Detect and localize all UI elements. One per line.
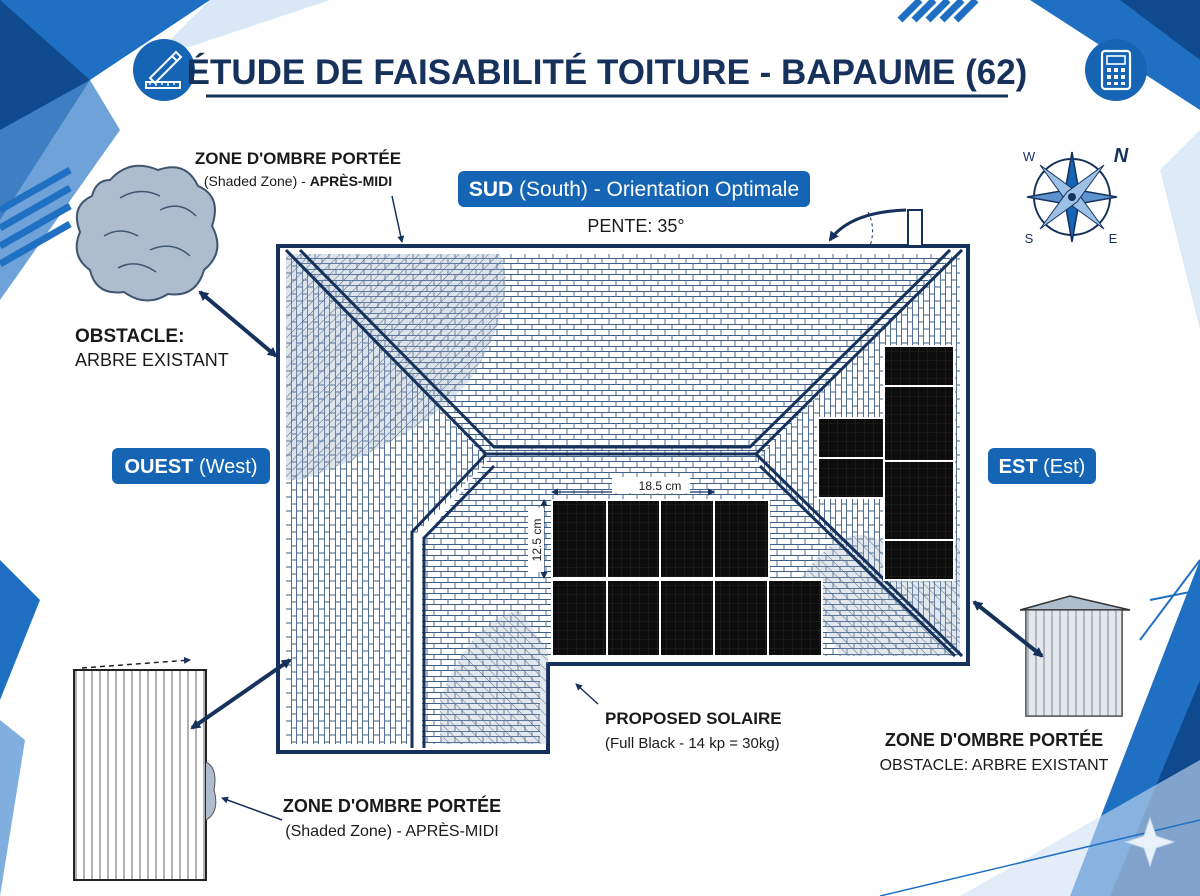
drafting-ruler-pencil-icon	[133, 39, 195, 101]
solar-array-main	[551, 499, 823, 657]
dimension-height: 12.5 cm	[528, 499, 548, 579]
page-title: ÉTUDE DE FAISABILITÉ TOITURE - BAPAUME (…	[187, 52, 1028, 92]
east-bold: EST	[999, 456, 1038, 478]
east-orientation-label: EST (Est)	[988, 448, 1096, 484]
west-rest: (West)	[193, 456, 257, 478]
compass-east: E	[1109, 231, 1118, 246]
west-orientation-label: OUEST (West)	[112, 448, 270, 484]
solar-array-east	[817, 345, 955, 581]
shade-top-bold: APRÈS-MIDI	[310, 173, 392, 189]
shade-bl-line2: (Shaded Zone) - APRÈS-MIDI	[285, 821, 498, 840]
dimension-width: 18.5 cm	[551, 477, 715, 496]
shade-label-bottom-left: ZONE D'OMBRE PORTÉE (Shaded Zone) - APRÈ…	[283, 795, 501, 840]
tree-obstacle-icon	[75, 164, 219, 302]
shade-right-line2: OBSTACLE: ARBRE EXISTANT	[880, 757, 1109, 774]
compass-north: N	[1114, 145, 1129, 167]
shade-label-right: ZONE D'OMBRE PORTÉE OBSTACLE: ARBRE EXIS…	[880, 729, 1109, 774]
south-bold: SUD	[469, 178, 513, 201]
neighbour-shed-right	[1019, 595, 1131, 717]
svg-text:(Shaded Zone) - APRÈS-MIDI: (Shaded Zone) - APRÈS-MIDI	[204, 173, 392, 189]
dimension-height-label: 12.5 cm	[530, 519, 544, 562]
compass-south: S	[1025, 231, 1034, 246]
shade-top-prefix: (Shaded Zone) -	[204, 173, 310, 189]
tree-arrow	[198, 290, 278, 358]
slope-angle-indicator	[828, 208, 907, 247]
svg-text:OUEST (West): OUEST (West)	[125, 456, 258, 478]
slope-label: PENTE: 35°	[587, 216, 684, 236]
obstacle-tree-label: OBSTACLE: ARBRE EXISTANT	[75, 326, 229, 370]
proposed-solar-label: PROPOSED SOLAIRE (Full Black - 14 kp = 3…	[605, 709, 782, 752]
obstacle-tree-line1: OBSTACLE:	[75, 326, 184, 347]
proposed-solar-line1: PROPOSED SOLAIRE	[605, 709, 782, 728]
neighbour-building-left	[73, 656, 217, 881]
shade-zone-bottom	[440, 610, 548, 744]
shade-right-line1: ZONE D'OMBRE PORTÉE	[885, 729, 1103, 750]
svg-text:EST (Est): EST (Est)	[999, 456, 1086, 478]
west-bold: OUEST	[125, 456, 194, 478]
shed-arrow	[972, 600, 1044, 658]
east-rest: (Est)	[1038, 456, 1086, 478]
sparkle-icon	[1124, 816, 1176, 868]
proposed-solar-line2: (Full Black - 14 kp = 30kg)	[605, 735, 780, 752]
shade-top-line1: ZONE D'OMBRE PORTÉE	[195, 149, 401, 168]
compass-west: W	[1023, 149, 1036, 164]
shade-bl-line1: ZONE D'OMBRE PORTÉE	[283, 795, 501, 816]
header: ÉTUDE DE FAISABILITÉ TOITURE - BAPAUME (…	[133, 39, 1147, 101]
obstacle-tree-line2: ARBRE EXISTANT	[75, 350, 229, 370]
south-rest: (South) - Orientation Optimale	[513, 178, 799, 201]
shade-label-top: ZONE D'OMBRE PORTÉE (Shaded Zone) - APRÈ…	[195, 149, 405, 243]
chimney	[907, 209, 923, 247]
calculator-icon	[1085, 39, 1147, 101]
south-orientation-label: SUD (South) - Orientation Optimale	[458, 171, 810, 207]
building-left-arrow	[190, 658, 292, 730]
dimension-width-label: 18.5 cm	[639, 479, 682, 493]
svg-text:SUD (South) - Orientation Opti: SUD (South) - Orientation Optimale	[469, 178, 799, 201]
shade-zone-west	[286, 254, 506, 480]
compass-rose-icon: N W S E	[1023, 145, 1129, 246]
